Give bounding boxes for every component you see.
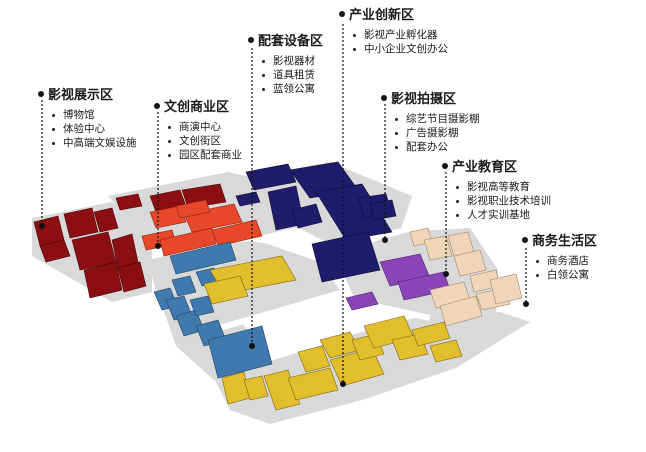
building <box>439 295 483 327</box>
zone-title: 文创商业区 <box>154 100 242 116</box>
building <box>149 205 187 229</box>
zone-item: 人才实训基地 <box>456 208 551 222</box>
zone-item: 博物馆 <box>52 108 137 122</box>
building <box>63 207 99 239</box>
zone-item: 蓝领公寓 <box>262 82 323 96</box>
zone-item: 体验中心 <box>52 122 137 136</box>
building <box>423 235 453 261</box>
leader-endpoint <box>249 343 255 349</box>
building <box>175 199 211 219</box>
building <box>111 233 139 269</box>
zone-item-list: 博物馆 体验中心 中高端文娱设施 <box>52 108 137 150</box>
zone-title: 配套设备区 <box>248 34 323 50</box>
zone-item: 道具租赁 <box>262 68 323 82</box>
bullet-dot-icon <box>522 236 528 243</box>
building <box>115 193 143 211</box>
building <box>211 219 263 247</box>
zone-item: 白领公寓 <box>536 268 597 282</box>
building <box>159 227 217 257</box>
zone-innovation: 产业创新区 影视产业孵化器 中小企业文创办公 <box>339 8 448 56</box>
building <box>429 339 463 363</box>
zone-item: 商务酒店 <box>536 254 597 268</box>
zone-title: 产业教育区 <box>442 160 551 176</box>
bullet-dot-icon <box>381 94 387 101</box>
bullet-dot-icon <box>248 36 254 43</box>
building <box>453 249 487 277</box>
building <box>183 203 243 233</box>
leader-endpoint <box>340 381 346 387</box>
building <box>171 275 197 297</box>
zone-item: 综艺节目摄影棚 <box>395 112 480 126</box>
zone-education: 产业教育区 影视高等教育 影视职业技术培训 人才实训基地 <box>442 160 551 222</box>
zone-item: 影视器材 <box>262 54 323 68</box>
building <box>181 183 227 209</box>
bullet-dot-icon <box>38 90 44 97</box>
zone-equipment: 配套设备区 影视器材 道具租赁 蓝领公寓 <box>248 34 323 96</box>
building <box>243 375 269 401</box>
zone-item: 影视职业技术培训 <box>456 194 551 208</box>
leader-endpoint <box>443 271 449 277</box>
zone-title: 产业创新区 <box>339 8 448 24</box>
zone-item: 园区配套商业 <box>168 148 242 162</box>
zone-item: 影视产业孵化器 <box>353 28 448 42</box>
zone-item: 广告摄影棚 <box>395 126 480 140</box>
shooting-buildings <box>345 253 451 311</box>
building <box>291 203 323 229</box>
building <box>203 275 249 305</box>
building <box>297 345 331 373</box>
zone-item-list: 商演中心 文创街区 园区配套商业 <box>168 120 242 162</box>
building <box>169 241 237 275</box>
zone-item: 文创街区 <box>168 134 242 148</box>
equipment-buildings <box>235 161 397 283</box>
zone-shooting: 影视拍摄区 综艺节目摄影棚 广告摄影棚 配套办公 <box>381 92 480 154</box>
building <box>315 183 393 241</box>
leader-endpoint <box>39 223 45 229</box>
cultural-commerce-blue-buildings <box>153 241 273 379</box>
leader-lines <box>41 24 527 384</box>
bullet-dot-icon <box>442 162 448 169</box>
building <box>235 191 261 207</box>
education-buildings <box>409 227 523 327</box>
zone-cultural-commerce: 文创商业区 商演中心 文创街区 园区配套商业 <box>154 100 242 162</box>
building <box>411 321 451 347</box>
building <box>117 261 147 293</box>
building <box>287 367 339 401</box>
leader-endpoint <box>382 237 388 243</box>
zone-item-list: 综艺节目摄影棚 广告摄影棚 配套办公 <box>395 112 480 154</box>
zone-item: 配套办公 <box>395 140 480 154</box>
zone-title: 商务生活区 <box>522 234 597 250</box>
building <box>207 325 273 379</box>
zone-title: 影视展示区 <box>38 88 137 104</box>
zone-item: 中高端文娱设施 <box>52 136 137 150</box>
zone-item: 中小企业文创办公 <box>353 42 448 56</box>
zone-business-life: 商务生活区 商务酒店 白领公寓 <box>522 234 597 282</box>
zone-title: 影视拍摄区 <box>381 92 480 108</box>
building <box>83 261 123 299</box>
zone-item-list: 影视产业孵化器 中小企业文创办公 <box>353 28 448 56</box>
building <box>311 231 381 283</box>
zone-film-exhibit: 影视展示区 博物馆 体验中心 中高端文娱设施 <box>38 88 137 150</box>
building <box>189 295 215 317</box>
building <box>93 207 119 233</box>
leader-endpoint <box>523 301 529 307</box>
building <box>39 239 71 263</box>
zone-item: 影视高等教育 <box>456 180 551 194</box>
bullet-dot-icon <box>339 10 345 17</box>
building <box>345 291 379 311</box>
bullet-dot-icon <box>154 102 160 109</box>
building <box>245 163 297 191</box>
zone-item-list: 商务酒店 白领公寓 <box>536 254 597 282</box>
zone-item: 商演中心 <box>168 120 242 134</box>
leader-endpoint <box>155 243 161 249</box>
cultural-commerce-orange-buildings <box>141 199 263 257</box>
building <box>369 199 397 221</box>
leader-endpoints <box>39 223 529 387</box>
zone-item-list: 影视器材 道具租赁 蓝领公寓 <box>262 54 323 96</box>
building <box>489 273 523 305</box>
innovation-buildings <box>203 255 463 411</box>
road-south-ring <box>205 292 431 335</box>
zone-item-list: 影视高等教育 影视职业技术培训 人才实训基地 <box>456 180 551 222</box>
